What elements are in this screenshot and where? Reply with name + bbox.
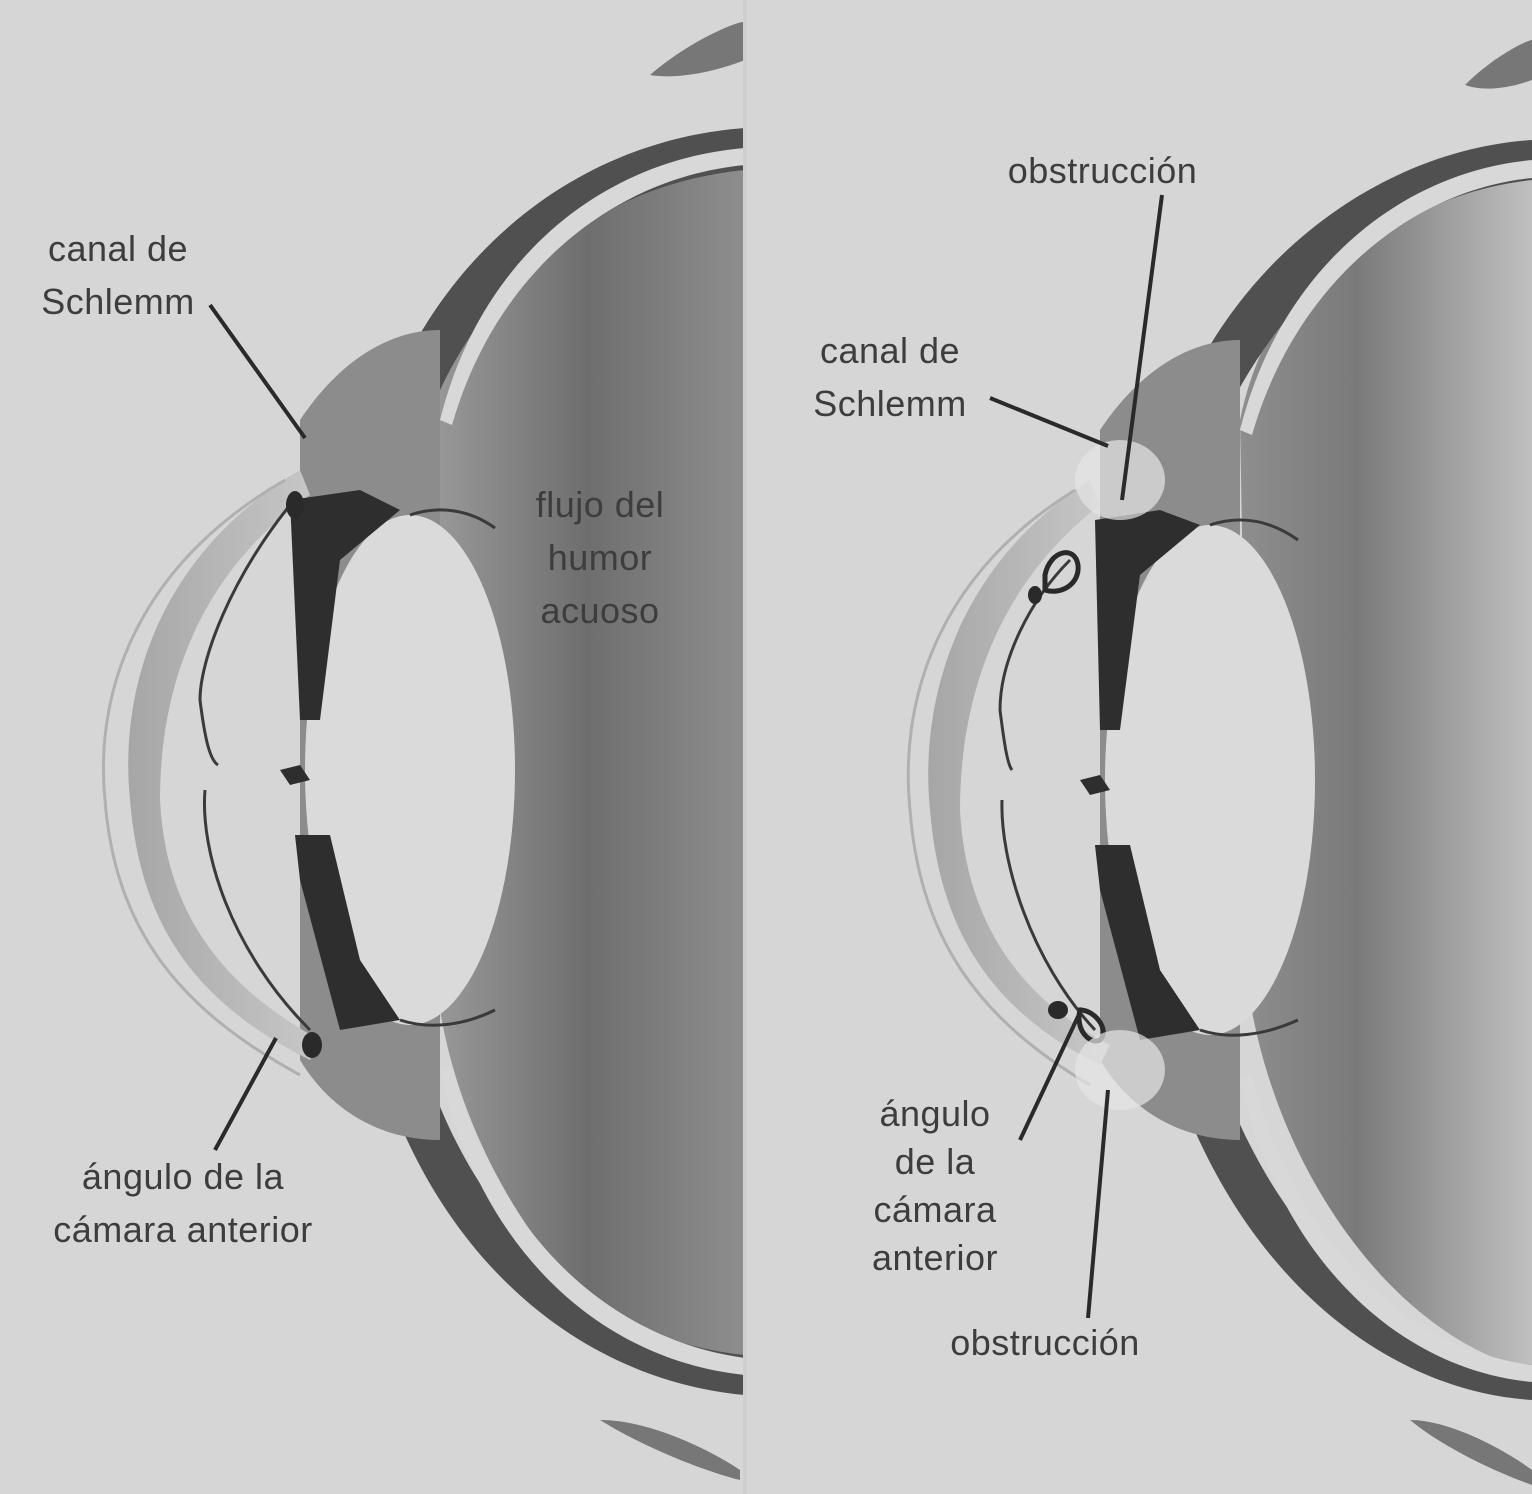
left-chamber-angle-label: ángulo de la cámara anterior xyxy=(18,1150,348,1256)
left-aqueous-flow-label: flujo del humor acuoso xyxy=(500,478,700,637)
left-schlemm-canal-label: canal de Schlemm xyxy=(18,222,218,328)
right-bottom-obstruction-label: obstrucción xyxy=(920,1316,1170,1369)
right-schlemm-canal-label: canal de Schlemm xyxy=(790,324,990,430)
right-chamber-angle-label: ángulo de la cámara anterior xyxy=(850,1090,1020,1282)
right-top-obstruction-label: obstrucción xyxy=(980,144,1225,197)
